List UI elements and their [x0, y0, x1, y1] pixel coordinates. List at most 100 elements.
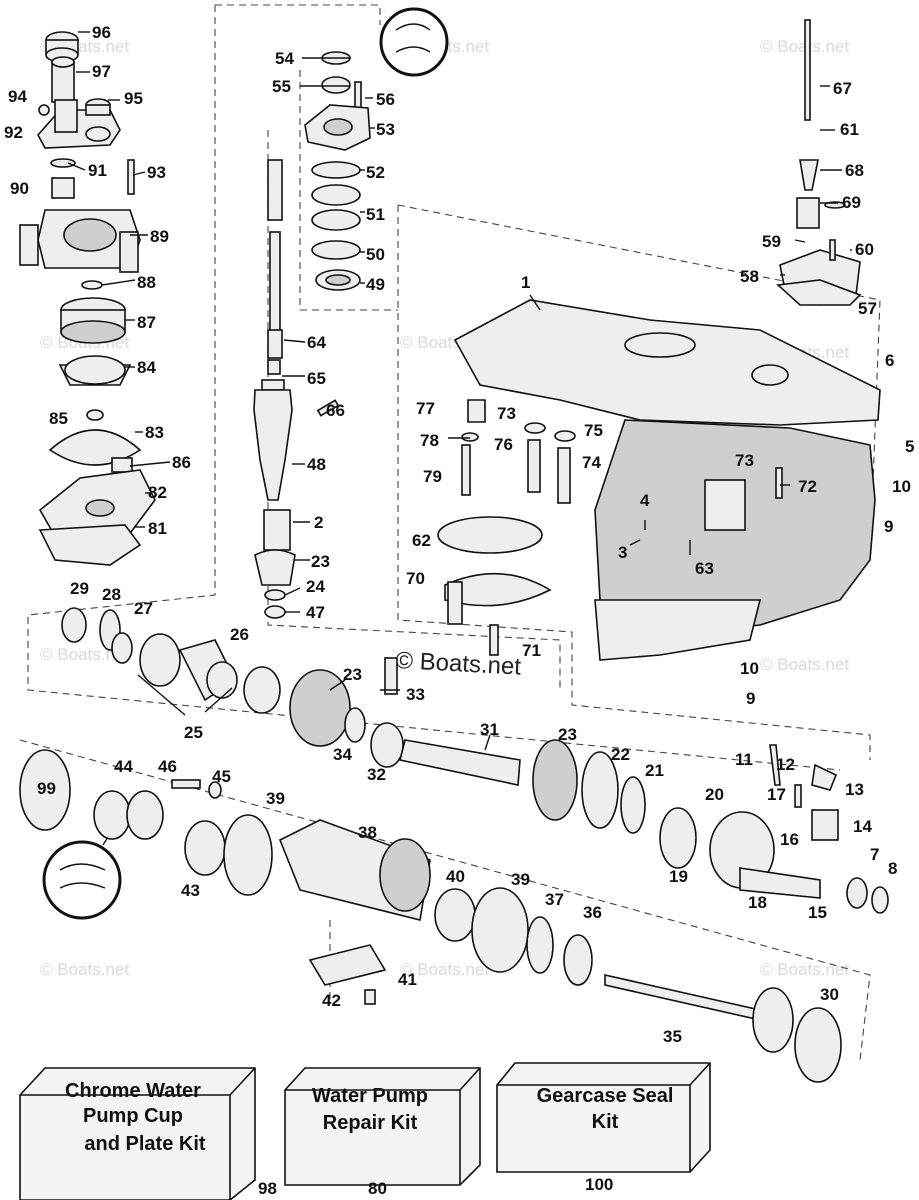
callout-54: 54 — [275, 49, 294, 68]
watermark: © Boats.net — [40, 960, 129, 979]
callout-84: 84 — [137, 358, 156, 377]
callout-83: 83 — [145, 423, 164, 442]
callout-24: 24 — [306, 577, 325, 596]
shift-components — [437, 19, 862, 656]
watermark: © Boats.net — [400, 960, 489, 979]
callout-10: 10 — [740, 659, 759, 678]
callout-79: 79 — [423, 467, 442, 486]
center-watermark: © Boats.net — [395, 647, 522, 681]
callout-86: 86 — [172, 453, 191, 472]
callout-33: 33 — [406, 685, 425, 704]
callout-37: 37 — [545, 890, 564, 909]
callout-91: 91 — [88, 161, 107, 180]
callout-12: 12 — [776, 755, 795, 774]
callout-19: 19 — [669, 867, 688, 886]
callout-70: 70 — [406, 569, 425, 588]
callout-46: 46 — [158, 757, 177, 776]
callout-82: 82 — [148, 483, 167, 502]
callout-88: 88 — [137, 273, 156, 292]
callout-74: 74 — [582, 453, 601, 472]
callout-13: 13 — [845, 780, 864, 799]
callout-9: 9 — [746, 689, 755, 708]
callout-67: 67 — [833, 79, 852, 98]
callout-31: 31 — [480, 720, 499, 739]
callout-4: 4 — [640, 491, 650, 510]
callout-57: 57 — [858, 299, 877, 318]
callout-16: 16 — [780, 830, 799, 849]
callout-99: 99 — [37, 779, 56, 798]
callout-97: 97 — [92, 62, 111, 81]
callout-26: 26 — [230, 625, 249, 644]
callout-51: 51 — [366, 205, 385, 224]
kit-label-line: Gearcase Seal — [537, 1085, 674, 1107]
callout-27: 27 — [134, 599, 153, 618]
kit-label-line: Pump Cup — [83, 1105, 183, 1127]
callout-49: 49 — [366, 275, 385, 294]
callout-9: 9 — [884, 517, 893, 536]
leader-lines — [67, 31, 852, 751]
callout-76: 76 — [494, 435, 513, 454]
callout-1: 1 — [521, 273, 530, 292]
kit-label-line: Water Pump — [312, 1085, 428, 1107]
callout-58: 58 — [740, 267, 759, 286]
callout-61: 61 — [840, 120, 859, 139]
callout-100: 100 — [585, 1175, 613, 1194]
callout-11: 11 — [735, 750, 753, 769]
callout-43: 43 — [181, 881, 200, 900]
watermark: © Boats.net — [760, 655, 849, 674]
callout-50: 50 — [366, 245, 385, 264]
callout-39: 39 — [266, 789, 285, 808]
callout-5: 5 — [905, 437, 914, 456]
kit-label-line: Chrome Water — [65, 1080, 201, 1102]
callout-30: 30 — [820, 985, 839, 1004]
callout-71: 71 — [522, 641, 541, 660]
callout-34: 34 — [333, 745, 352, 764]
callout-48: 48 — [307, 455, 326, 474]
callout-66: 66 — [326, 401, 345, 420]
callout-39: 39 — [511, 870, 530, 889]
callout-42: 42 — [322, 991, 341, 1010]
callout-69: 69 — [842, 193, 861, 212]
callout-44: 44 — [114, 757, 133, 776]
kit-label-line: and Plate Kit — [84, 1133, 205, 1155]
callout-10: 10 — [892, 477, 911, 496]
callout-25: 25 — [184, 723, 203, 742]
callout-87: 87 — [137, 313, 156, 332]
callout-72: 72 — [798, 477, 817, 496]
callout-63: 63 — [695, 559, 714, 578]
callout-90: 90 — [10, 179, 29, 198]
gear-internals — [19, 607, 889, 1083]
callout-labels: 1 2 3 4 5 6 7 8 9 10 11 12 13 14 15 16 1… — [4, 23, 914, 1046]
callout-18: 18 — [748, 893, 767, 912]
callout-73: 73 — [497, 404, 516, 423]
callout-32: 32 — [367, 765, 386, 784]
callout-56: 56 — [376, 90, 395, 109]
callout-85: 85 — [49, 409, 68, 428]
callout-3: 3 — [618, 543, 627, 562]
callout-47: 47 — [306, 603, 325, 622]
callout-55: 55 — [272, 77, 291, 96]
callout-36: 36 — [583, 903, 602, 922]
callout-96: 96 — [92, 23, 111, 42]
callout-28: 28 — [102, 585, 121, 604]
callout-77: 77 — [416, 399, 435, 418]
callout-59: 59 — [762, 232, 781, 251]
kit-box-water-pump-repair: Water Pump Repair Kit 80 — [284, 1067, 481, 1198]
callout-17: 17 — [767, 785, 786, 804]
callout-2: 2 — [314, 513, 323, 532]
callout-41: 41 — [398, 970, 417, 989]
callout-92: 92 — [4, 123, 23, 142]
callout-29: 29 — [70, 579, 89, 598]
callout-64: 64 — [307, 333, 326, 352]
kit-box-chrome-water-pump: Chrome Water Pump Cup and Plate Kit 98 — [19, 1067, 277, 1200]
callout-80: 80 — [368, 1179, 387, 1198]
callout-8: 8 — [888, 859, 897, 878]
callout-65: 65 — [307, 369, 326, 388]
callout-45: 45 — [212, 767, 231, 786]
callout-15: 15 — [808, 903, 827, 922]
callout-23: 23 — [343, 665, 362, 684]
callout-73: 73 — [735, 451, 754, 470]
watermark: © Boats.net — [760, 960, 849, 979]
driveshaft-stack — [253, 159, 340, 619]
